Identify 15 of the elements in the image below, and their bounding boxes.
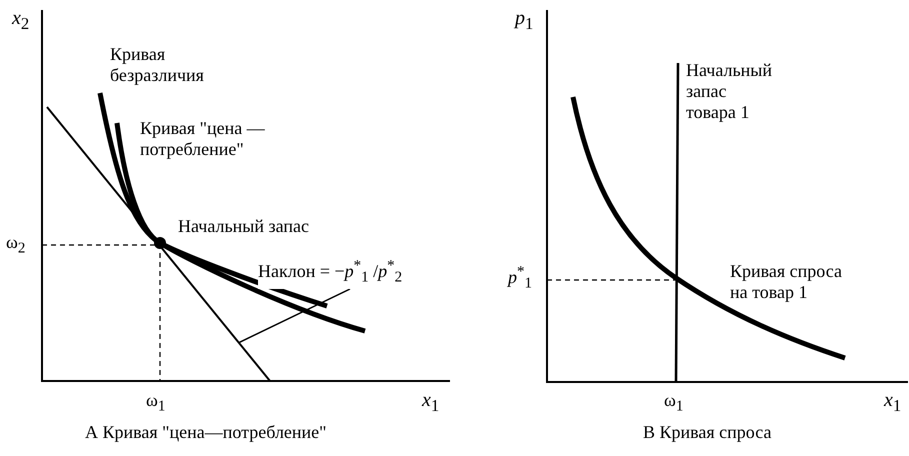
leader-line bbox=[238, 288, 350, 344]
curve-label: Кривая "цена — потребление" bbox=[140, 118, 266, 160]
axis-label: x$_{2}$ bbox=[12, 8, 30, 34]
panel-caption: А Кривая "цена—потребление" bbox=[85, 422, 327, 443]
axis-tick-label: ω$_{1}$ bbox=[146, 390, 166, 417]
axis-tick-label: ω$_{2}$ bbox=[6, 232, 26, 259]
curve-label: Кривая безразличия bbox=[110, 44, 205, 86]
panel-caption: В Кривая спроса bbox=[643, 422, 772, 443]
point-label: Начальный запас bbox=[178, 216, 309, 237]
axis-label: x$_{1}$ bbox=[422, 390, 440, 416]
axis-label: x$_{1}$ bbox=[884, 390, 902, 416]
axis-label: p$_{1}$ bbox=[515, 8, 534, 34]
line-label: Начальный запас товара 1 bbox=[686, 60, 774, 123]
curve-label: Кривая спроса на товар 1 bbox=[730, 261, 843, 303]
axis-tick-label: ω$_{1}$ bbox=[664, 390, 684, 417]
